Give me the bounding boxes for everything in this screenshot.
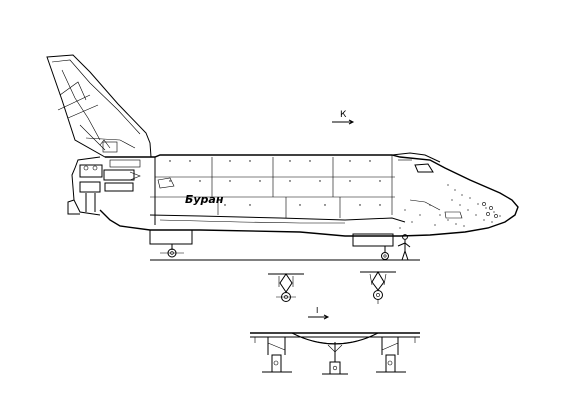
undercarriage-front-view — [250, 332, 420, 375]
view-label-i-text: I — [316, 306, 318, 315]
hull-lettering: Буран — [157, 177, 224, 206]
view-label-i: I — [308, 306, 330, 320]
orbiter-fuselage — [99, 154, 519, 237]
human-scale-figure — [397, 234, 411, 261]
gear-detail-left — [268, 273, 304, 302]
aft-engine-section — [67, 156, 141, 216]
vertical-tail-fin — [46, 54, 152, 158]
gear-detail-right — [360, 271, 396, 304]
fuselage-rivets — [169, 160, 381, 206]
nose-landing-gear — [352, 233, 394, 260]
view-label-k: К — [332, 110, 355, 125]
hull-lettering-text: Буран — [185, 193, 224, 206]
main-landing-gear — [149, 229, 193, 258]
view-label-k-text: К — [340, 110, 347, 120]
nose-tile-stipple — [399, 184, 501, 229]
cockpit-window — [414, 163, 434, 173]
cockpit-nose — [391, 152, 501, 229]
nose-thruster-ports — [482, 202, 498, 218]
